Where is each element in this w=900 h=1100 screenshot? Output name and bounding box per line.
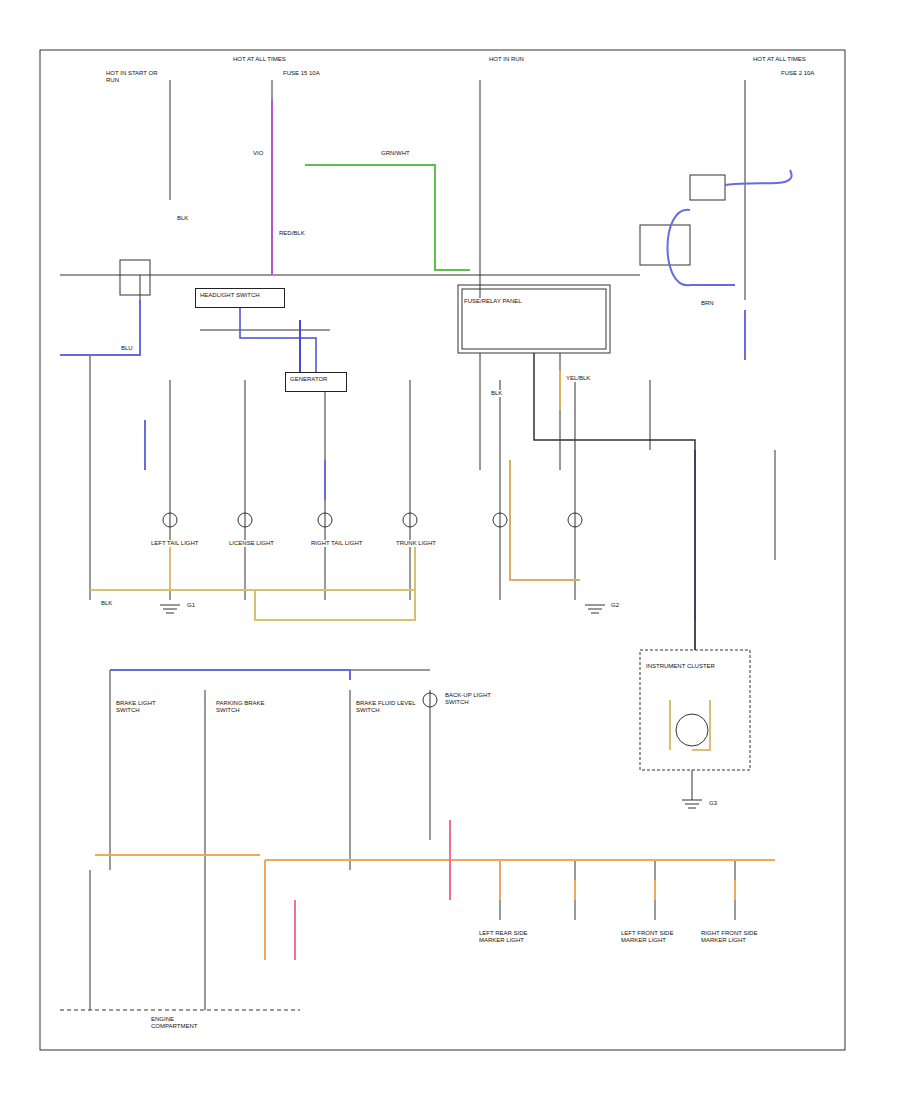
- wire-label: RIGHT TAIL LIGHT: [310, 540, 363, 547]
- wire-label: FUSE 15 10A: [282, 70, 321, 77]
- wire-label: BRAKE FLUID LEVEL SWITCH: [355, 700, 419, 714]
- wire-label: G2: [610, 602, 620, 609]
- wire-label: TRUNK LIGHT: [395, 540, 437, 547]
- relay-panel: FUSE/RELAY PANEL: [458, 285, 610, 353]
- wire-label: RIGHT FRONT SIDE MARKER LIGHT: [700, 930, 764, 944]
- wire-label: YEL/BLK: [565, 375, 591, 382]
- generator-box: GENERATOR: [285, 372, 347, 392]
- wire-label: BACK-UP LIGHT SWITCH: [444, 692, 508, 706]
- component-name: GENERATOR: [290, 376, 342, 383]
- wire-label: G3: [708, 800, 718, 807]
- wire-label: BLK: [176, 215, 189, 222]
- component-name: FUSE/RELAY PANEL: [463, 298, 523, 305]
- wire-label: BLK: [100, 600, 113, 607]
- wire-label: LEFT TAIL LIGHT: [150, 540, 199, 547]
- wire-label: HOT AT ALL TIMES: [232, 56, 287, 63]
- wire-label: G1: [186, 602, 196, 609]
- wire-label: GRN/WHT: [380, 150, 411, 157]
- wire-label: BLK: [490, 390, 503, 397]
- wire-label: LEFT REAR SIDE MARKER LIGHT: [478, 930, 542, 944]
- wire-label: BRN: [700, 300, 715, 307]
- wire-label: PARKING BRAKE SWITCH: [215, 700, 279, 714]
- wire-label: HOT IN RUN: [488, 56, 525, 63]
- wire-label: ENGINE COMPARTMENT: [150, 1016, 214, 1030]
- frame: [40, 50, 845, 1050]
- wire-label: LEFT FRONT SIDE MARKER LIGHT: [620, 930, 684, 944]
- wire-label: BRAKE LIGHT SWITCH: [115, 700, 179, 714]
- cluster-box: INSTRUMENT CLUSTER: [640, 650, 750, 770]
- wire-label: VIO: [252, 150, 264, 157]
- wire-label: BLU: [120, 345, 134, 352]
- component-name: INSTRUMENT CLUSTER: [645, 663, 716, 670]
- component-name: HEADLIGHT SWITCH: [200, 292, 280, 299]
- wire-label: HOT AT ALL TIMES: [752, 56, 807, 63]
- wire-connector: [534, 353, 695, 650]
- wire-connector: [240, 308, 316, 372]
- wire-label: RED/BLK: [278, 230, 306, 237]
- wire-label: HOT IN START OR RUN: [105, 70, 169, 84]
- wire-label: FUSE 2 10A: [780, 70, 815, 77]
- switch-box: HEADLIGHT SWITCH: [195, 288, 285, 308]
- wire-label: LICENSE LIGHT: [228, 540, 275, 547]
